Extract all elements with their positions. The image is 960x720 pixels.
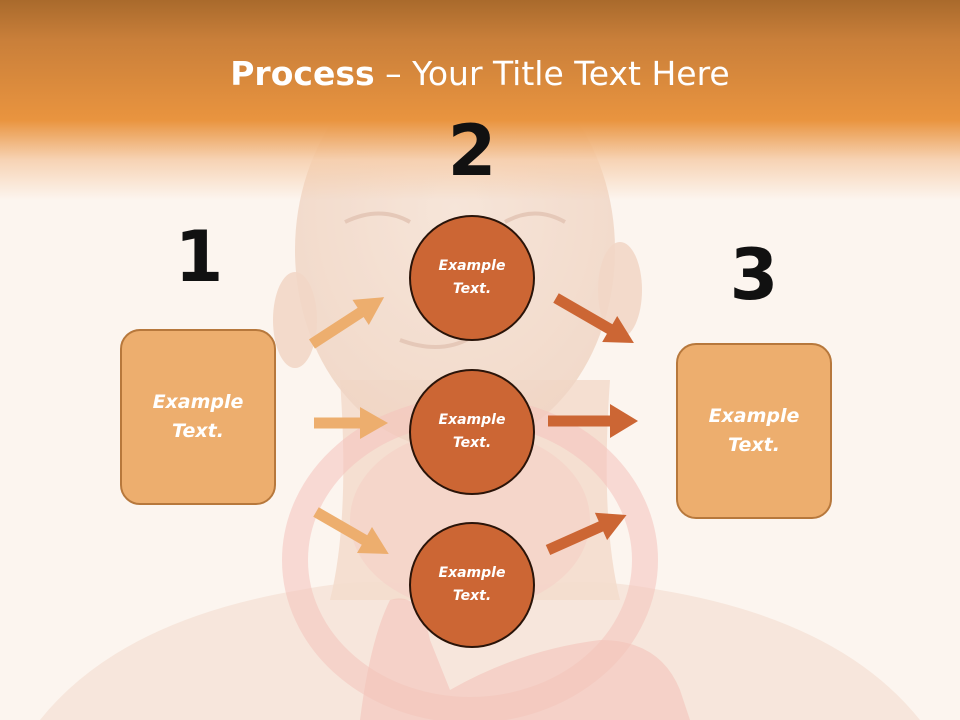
page-title: Process – Your Title Text Here	[0, 54, 960, 94]
arrow-from-circle-3	[545, 512, 627, 556]
circle-3-text: Example Text.	[438, 565, 506, 604]
title-band	[0, 0, 960, 200]
step-2-circle-top: Example Text.	[409, 215, 535, 341]
step-3-number: 3	[729, 234, 779, 316]
arrow-from-circle-2	[548, 404, 638, 438]
circle-1-text: Example Text.	[438, 258, 506, 297]
step-2-circle-middle: Example Text.	[409, 369, 535, 495]
title-bold: Process	[230, 54, 375, 93]
step-3-box: Example Text.	[676, 343, 832, 519]
step-2-circle-bottom: Example Text.	[409, 522, 535, 648]
step-1-number: 1	[174, 216, 224, 298]
step-1-text: Example Text.	[152, 391, 244, 442]
step-3-text: Example Text.	[708, 405, 800, 456]
title-rest: Your Title Text Here	[412, 54, 730, 93]
arrow-from-circle-1	[553, 293, 634, 343]
arrow-to-circle-2	[314, 407, 388, 439]
circle-2-text: Example Text.	[438, 412, 506, 451]
arrow-to-circle-1	[309, 297, 385, 349]
step-1-box: Example Text.	[120, 329, 276, 505]
title-dash: –	[374, 54, 413, 93]
arrow-to-circle-3	[313, 507, 389, 554]
step-2-number: 2	[447, 110, 497, 192]
